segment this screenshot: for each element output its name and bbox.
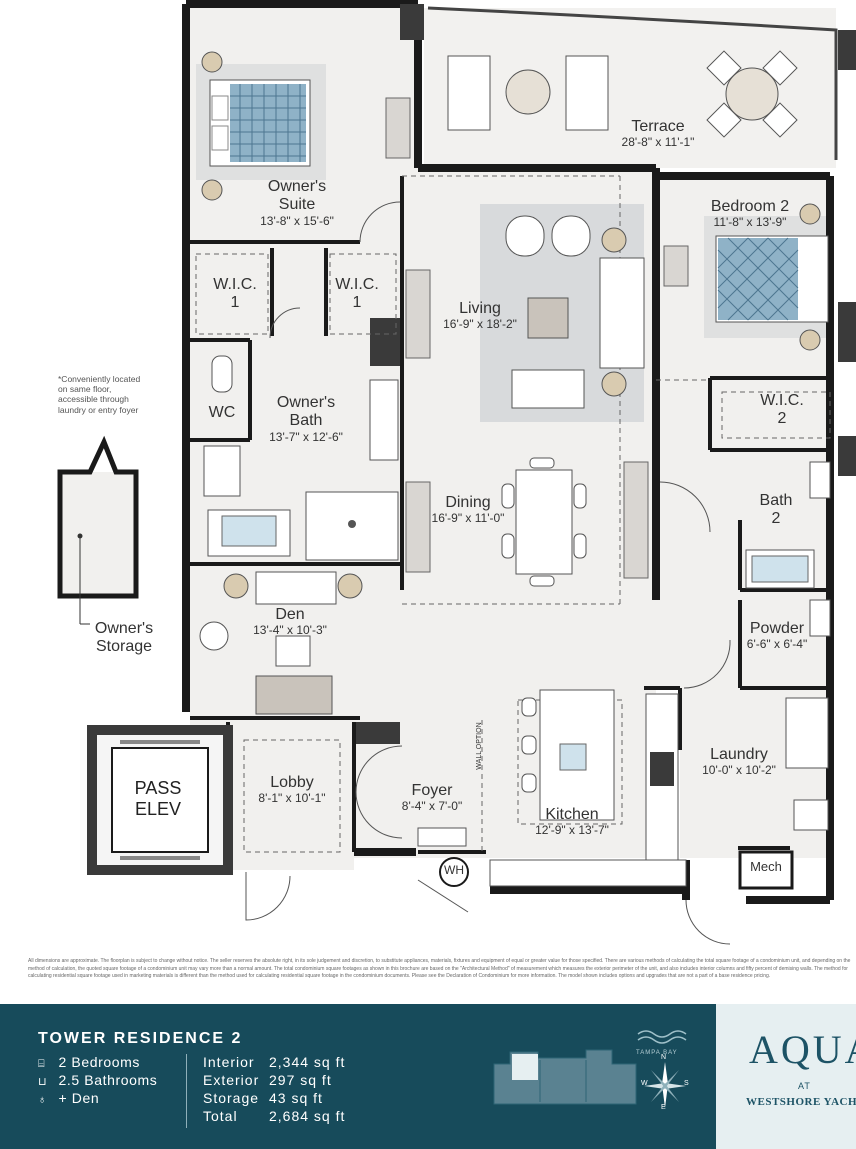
tampa-bay-label: TAMPA BAY <box>636 1050 678 1056</box>
bath-icon: ⊔ <box>38 1076 48 1088</box>
desk-lamp-icon: ♁ <box>38 1094 47 1106</box>
feature-den: ♁ + Den <box>38 1090 100 1106</box>
room-label-foyer: Foyer 8'-4" x 7'-0" <box>401 782 463 814</box>
info-footer: TOWER RESIDENCE 2 ⌸ 2 Bedrooms ⊔ 2.5 Bat… <box>0 1004 716 1149</box>
room-label-owners-suite: Owner's Suite 13'-8" x 15'-6" <box>260 178 334 228</box>
room-label-owners-bath: Owner's Bath 13'-7" x 12'-6" <box>269 394 343 444</box>
footer-divider <box>186 1054 187 1128</box>
floor-plan <box>57 0 856 945</box>
compass-rose-icon <box>644 1062 686 1108</box>
storage-note: *Conveniently located on same floor, acc… <box>58 374 141 415</box>
disclaimer: All dimensions are approximate. The floo… <box>28 958 851 979</box>
room-label-dining: Dining 16'-9" x 11'-0" <box>431 494 505 526</box>
room-label-wic-2: W.I.C. 2 <box>760 392 804 428</box>
room-label-living: Living 16'-9" x 18'-2" <box>443 300 517 332</box>
feature-bathrooms: ⊔ 2.5 Bathrooms <box>38 1072 158 1088</box>
feature-bedrooms: ⌸ 2 Bedrooms <box>38 1054 140 1070</box>
room-label-den: Den 13'-4" x 10'-3" <box>253 606 327 638</box>
mech-label: Mech <box>750 859 782 874</box>
room-label-terrace: Terrace 28'-8" x 11'-1" <box>621 118 695 150</box>
compass-e: E <box>661 1104 666 1111</box>
room-label-bedroom-2: Bedroom 2 11'-8" x 13'-9" <box>710 198 790 230</box>
residence-title: TOWER RESIDENCE 2 <box>38 1030 243 1047</box>
room-label-wic-1a: W.I.C. 1 <box>213 276 257 312</box>
bed-icon: ⌸ <box>38 1058 46 1070</box>
room-label-pass-elev: PASS ELEV <box>134 778 182 819</box>
compass-n: N <box>661 1054 667 1061</box>
compass-w: W <box>641 1080 648 1087</box>
tampa-bay-wave-icon <box>637 1030 687 1044</box>
room-label-powder: Powder 6'-6" x 6'-4" <box>746 620 808 652</box>
room-label-owners-storage: Owner's Storage <box>94 620 154 656</box>
compass-s: S <box>684 1080 689 1087</box>
brand-subtitle: WESTSHORE YACHT CLUB <box>746 1096 856 1108</box>
room-label-bath-2: Bath 2 <box>759 492 793 528</box>
brand-at: AT <box>798 1081 811 1091</box>
wall-option-label: WALL OPTION <box>475 722 483 770</box>
room-label-laundry: Laundry 10'-0" x 10'-2" <box>702 746 776 778</box>
room-label-wc: WC <box>208 404 236 421</box>
room-label-wic-1b: W.I.C. 1 <box>335 276 379 312</box>
building-key-plan <box>493 1049 637 1105</box>
room-label-lobby: Lobby 8'-1" x 10'-1" <box>258 774 326 806</box>
room-label-kitchen: Kitchen 12'-9" x 13'-7" <box>535 806 609 838</box>
water-heater-label: WH <box>444 863 464 877</box>
